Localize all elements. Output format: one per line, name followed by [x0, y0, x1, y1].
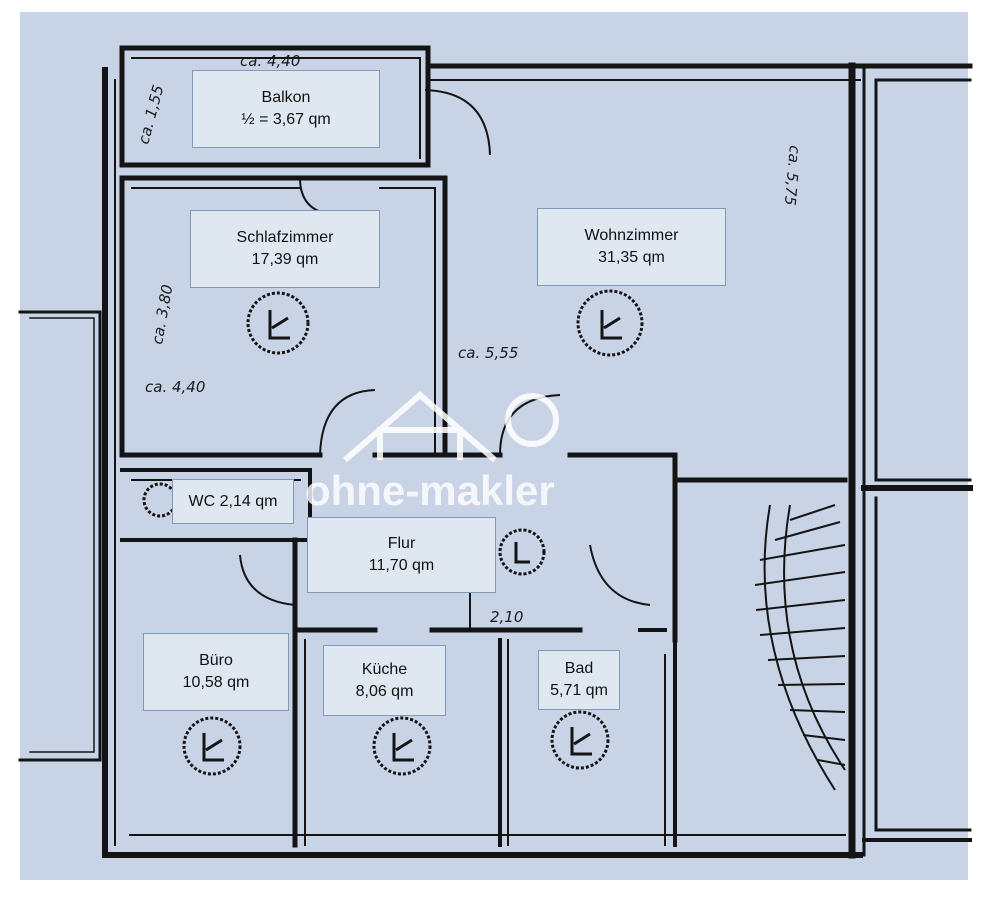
room-stamps [142, 289, 644, 776]
dim-wohn-width: ca. 5,55 [458, 344, 518, 362]
balkon-area: ½ = 3,67 qm [241, 111, 331, 128]
watermark-house-icon [343, 391, 497, 463]
staircase [754, 504, 846, 791]
stamp-marks [202, 310, 622, 762]
buero-name: Büro [199, 652, 233, 670]
stamp-bad [550, 710, 610, 770]
watermark: ohne-makler [305, 391, 559, 514]
flur-area: 11,70 qm [368, 557, 435, 574]
stamp-flur [498, 528, 546, 576]
schlafzimmer-area: 17,39 qm [251, 251, 319, 268]
label-bad: Bad 5,71 qm [538, 650, 620, 710]
bad-area: 5,71 qm [550, 682, 608, 699]
schlafzimmer-name: Schlafzimmer [236, 229, 334, 247]
dim-wohn-height: ca. 5,75 [781, 145, 804, 207]
watermark-text: ohne-makler [305, 467, 555, 514]
buero-area: 10,58 qm [182, 674, 250, 691]
balkon-name: Balkon [261, 89, 311, 107]
wc-label: WC 2,14 qm [188, 492, 278, 510]
stamp-buero [182, 716, 242, 776]
label-balkon: Balkon ½ = 3,67 qm [192, 70, 380, 148]
label-kueche: Küche 8,06 qm [323, 645, 446, 716]
label-schlafzimmer: Schlafzimmer 17,39 qm [190, 210, 380, 288]
bad-name: Bad [564, 660, 594, 678]
dim-flur-width: 2,10 [490, 608, 523, 626]
stamp-schlafzimmer [246, 291, 310, 355]
kueche-area: 8,06 qm [355, 682, 414, 700]
wohnzimmer-name: Wohnzimmer [584, 227, 679, 245]
dim-balkon-top: ca. 4,40 [240, 52, 300, 70]
label-wohnzimmer: Wohnzimmer 31,35 qm [537, 208, 726, 286]
stamp-wohnzimmer [576, 289, 644, 357]
label-flur: Flur 11,70 qm [307, 517, 496, 593]
flur-name: Flur [387, 535, 416, 553]
kueche-name: Küche [361, 660, 408, 678]
watermark-tree-icon [505, 393, 559, 447]
label-buero: Büro 10,58 qm [143, 633, 289, 711]
label-wc: WC 2,14 qm [172, 479, 294, 524]
dim-schlaf-width: ca. 4,40 [145, 378, 205, 396]
wohnzimmer-area: 31,35 qm [598, 249, 665, 266]
stamp-kueche [372, 716, 432, 776]
walls [18, 45, 973, 859]
paper-background [20, 12, 968, 880]
